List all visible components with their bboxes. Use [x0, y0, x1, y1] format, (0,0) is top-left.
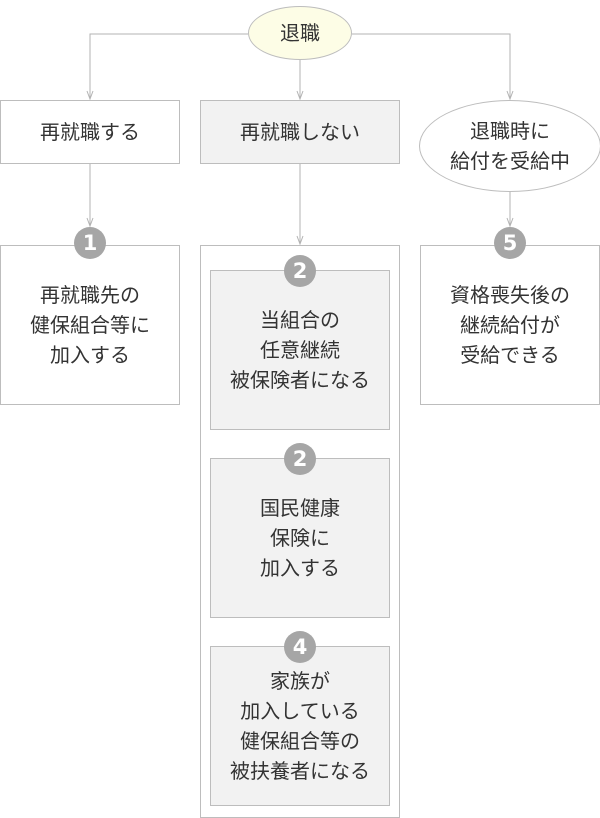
outcome-4-number: 4: [292, 635, 308, 659]
outcome-1-box: 再就職先の 健保組合等に 加入する: [0, 245, 180, 405]
outcome-1-number-badge: 1: [74, 227, 106, 259]
outcome-2b-text: 国民健康 保険に 加入する: [260, 496, 340, 580]
branch-norejob-box: 再就職しない: [200, 100, 400, 164]
outcome-2a-number-badge: 2: [284, 255, 316, 287]
outcome-2a-text: 当組合の 任意継続 被保険者になる: [230, 308, 370, 392]
outcome-5-box: 資格喪失後の 継続給付が 受給できる: [420, 245, 600, 405]
branch-rejob-label: 再就職する: [40, 120, 140, 144]
outcome-4-number-badge: 4: [284, 631, 316, 663]
outcome-2b-number: 2: [292, 447, 308, 471]
root-node-oval: 退職: [248, 6, 352, 60]
branch-norejob-label: 再就職しない: [240, 120, 360, 144]
branch-receiving-label: 退職時に 給付を受給中: [450, 119, 570, 173]
branch-rejob-box: 再就職する: [0, 100, 180, 164]
connector-to-rejob: [90, 33, 248, 99]
outcome-2a-box: 当組合の 任意継続 被保険者になる: [210, 270, 390, 430]
branch-receiving-oval: 退職時に 給付を受給中: [419, 100, 600, 192]
outcome-2b-box: 国民健康 保険に 加入する: [210, 458, 390, 618]
outcome-5-text: 資格喪失後の 継続給付が 受給できる: [450, 283, 570, 367]
outcome-2b-number-badge: 2: [284, 443, 316, 475]
outcome-4-text: 家族が 加入している 健保組合等の 被扶養者になる: [230, 669, 370, 783]
outcome-5-number-badge: 5: [494, 227, 526, 259]
outcome-2a-number: 2: [292, 259, 308, 283]
connector-to-receiving: [352, 33, 510, 99]
outcome-1-text: 再就職先の 健保組合等に 加入する: [30, 283, 150, 367]
outcome-1-number: 1: [82, 231, 98, 255]
outcome-5-number: 5: [502, 231, 518, 255]
outcome-4-box: 家族が 加入している 健保組合等の 被扶養者になる: [210, 646, 390, 806]
root-node-label: 退職: [280, 21, 320, 45]
